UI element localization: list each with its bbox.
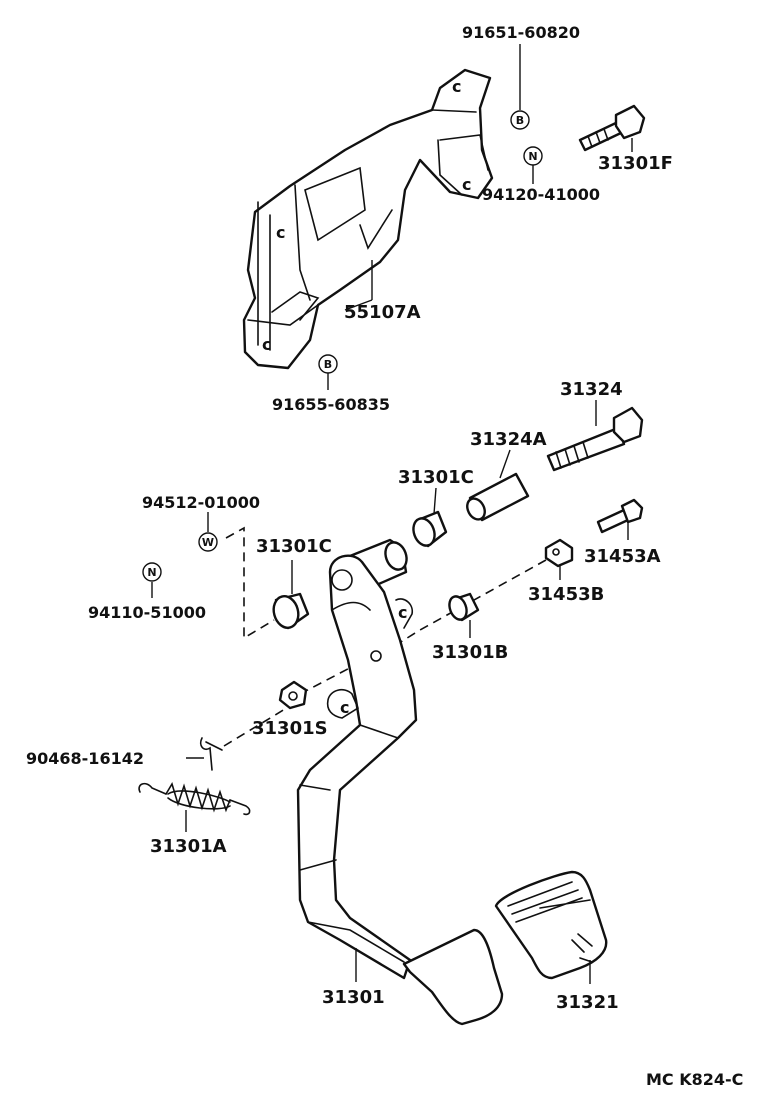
dash-pin-line [223,705,291,747]
label-31301S: 31301S [252,718,328,739]
label-31301C-left: 31301C [256,536,332,557]
svg-text:c: c [452,77,461,96]
bolt-symbol-lower-text: B [324,358,332,371]
bushing-31301C-left-icon [272,592,310,630]
label-31453B: 31453B [528,584,604,605]
label-90468-16142: 90468-16142 [26,749,144,768]
label-94512-01000: 94512-01000 [142,493,260,512]
bushing-31301B-icon [448,592,480,622]
nut-symbol-left-icon [142,562,162,582]
nut-symbol-left-text: N [147,566,156,579]
clip-31301S-icon [278,680,308,710]
label-55107A: 55107A [344,302,421,323]
pin-90468-icon [199,737,223,771]
label-94120-41000: 94120-41000 [482,185,600,204]
label-31301F: 31301F [598,153,673,174]
label-31301B: 31301B [432,642,508,663]
pedal-pad-31321-icon [494,870,608,980]
bolt-symbol-icon [510,110,530,130]
bolt-31324-icon [546,406,644,472]
bolt-31453A-icon [596,498,644,534]
svg-text:c: c [398,603,407,622]
nut-symbol-text: N [528,150,537,163]
svg-text:c: c [276,223,285,242]
bolt-31301F-icon [578,104,646,152]
dash-washer-line [225,526,275,640]
washer-symbol-text: W [202,536,214,549]
pedal-bracket: c c c c [242,68,494,370]
label-31453A: 31453A [584,546,661,567]
label-31301: 31301 [322,987,385,1008]
label-31324A: 31324A [470,429,547,450]
label-91651-60820: 91651-60820 [462,23,580,42]
svg-text:c: c [340,698,349,717]
svg-text:c: c [462,175,471,194]
label-31321: 31321 [556,992,619,1013]
dash-bolt-line [379,559,547,656]
label-31301C-top: 31301C [398,467,474,488]
label-91655-60835: 91655-60835 [272,395,390,414]
bolt-symbol-text: B [516,114,524,127]
collar-31324A-icon [466,472,530,522]
label-94110-51000: 94110-51000 [88,603,206,622]
clutch-pedal-arm: c c [296,538,504,1026]
svg-text:c: c [262,335,271,354]
bushing-31301C-top-icon [412,510,448,548]
label-31301A: 31301A [150,836,227,857]
return-spring-31301A-icon [138,782,251,816]
diagram-code: MC K824-C [646,1070,743,1089]
nut-31453B-icon [544,538,574,568]
washer-symbol-icon [198,532,218,552]
label-31324: 31324 [560,379,623,400]
